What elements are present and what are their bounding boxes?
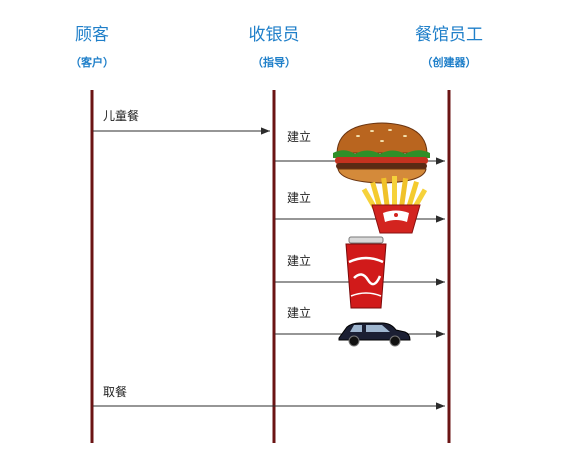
label-build-toy: 建立: [287, 305, 311, 320]
fries-icon: [361, 176, 428, 234]
role-staff-title: 餐馆员工: [415, 25, 483, 45]
burger-icon: [333, 122, 430, 184]
role-customer-title: 顾客: [75, 25, 109, 45]
toy-car-icon: [338, 322, 411, 347]
role-staff-subtitle: （创建器）: [422, 55, 477, 69]
message-order: 儿童餐: [93, 108, 270, 135]
label-build-fries: 建立: [287, 190, 311, 205]
role-cashier-header: 收银员 （指导）: [249, 25, 300, 69]
label-build-drink: 建立: [287, 253, 311, 268]
message-build-fries: 建立: [275, 190, 445, 223]
role-cashier-title: 收银员: [249, 25, 300, 45]
message-pickup: 取餐: [93, 384, 445, 410]
label-pickup: 取餐: [103, 384, 127, 399]
label-build-burger: 建立: [287, 129, 311, 144]
role-cashier-subtitle: （指导）: [252, 55, 296, 69]
cola-cup-icon: [345, 236, 387, 309]
role-staff-header: 餐馆员工 （创建器）: [415, 25, 483, 69]
label-order: 儿童餐: [103, 108, 139, 123]
role-customer-subtitle: （客户）: [70, 55, 114, 69]
role-customer-header: 顾客 （客户）: [70, 25, 114, 69]
